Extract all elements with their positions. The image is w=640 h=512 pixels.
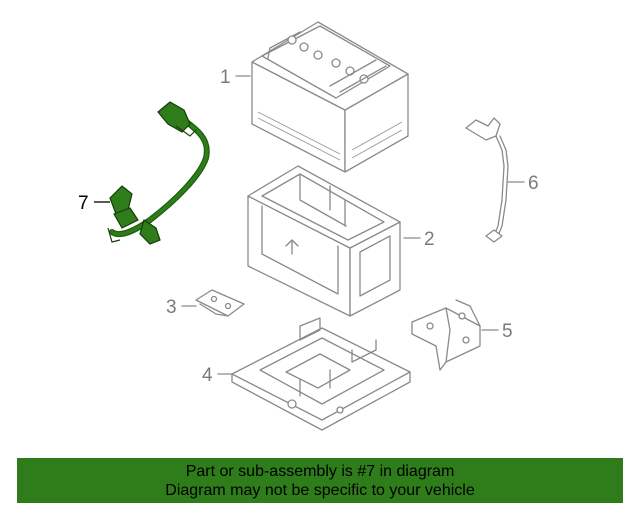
callout-6: 6 [528, 173, 539, 194]
battery[interactable] [251, 21, 409, 173]
battery-tray[interactable] [247, 165, 401, 317]
callout-5: 5 [502, 321, 513, 342]
tray-base[interactable] [231, 317, 411, 431]
battery-cable-highlighted[interactable] [107, 101, 210, 245]
callout-1: 1 [220, 67, 231, 88]
leader-lines [94, 75, 525, 375]
sensor-cable[interactable] [465, 117, 509, 243]
callout-4: 4 [202, 365, 213, 386]
mounting-bracket[interactable] [411, 299, 481, 371]
callout-2: 2 [424, 229, 435, 250]
banner-line-1: Part or sub-assembly is #7 in diagram [185, 462, 455, 480]
callout-7: 7 [78, 193, 89, 214]
hold-down-clamp[interactable] [195, 289, 245, 317]
callout-3: 3 [166, 297, 177, 318]
banner-line-2: Diagram may not be specific to your vehi… [165, 481, 475, 499]
parts-diagram: 1 2 3 4 5 6 7 [78, 21, 539, 431]
part-info-banner: Part or sub-assembly is #7 in diagram Di… [17, 458, 623, 503]
